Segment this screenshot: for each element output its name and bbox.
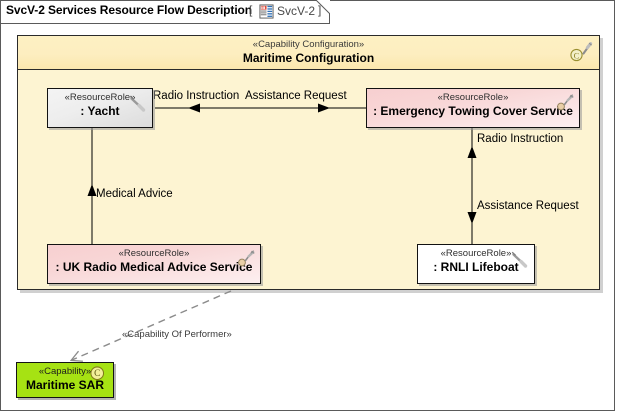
connector-label-radio-instruction-vertical: Radio Instruction [477, 133, 564, 145]
page-title: SvcV-2 Services Resource Flow Descriptio… [6, 3, 253, 17]
connector-label-assistance-request-vertical: Assistance Request [477, 200, 579, 212]
capability-configuration-name: Maritime Configuration [242, 51, 375, 65]
node-uk-radio-medical-advice-service-name: : UK Radio Medical Advice Service [55, 260, 253, 274]
node-yacht[interactable]: «ResourceRole» : Yacht [47, 88, 153, 128]
connector-label-medical-advice: Medical Advice [96, 188, 173, 200]
capability-configuration-stereotype: «Capability Configuration» [252, 39, 365, 50]
connector-label-assistance-request-horizontal: Assistance Request [245, 90, 347, 102]
node-maritime-sar[interactable]: «Capability» Maritime SAR C [16, 362, 114, 398]
node-emergency-towing-cover-service-name: : Emergency Towing Cover Service [373, 104, 573, 118]
node-maritime-sar-stereotype: «Capability» [38, 366, 92, 377]
connector-label-capability-of-performer: «Capability Of Performer» [122, 329, 232, 340]
title-bracket-open: [ [249, 3, 253, 17]
node-rnli-lifeboat[interactable]: «ResourceRole» : RNLI Lifeboat [417, 244, 535, 284]
title-bracket-close: ] [318, 3, 322, 17]
capability-configuration-header: «Capability Configuration» Maritime Conf… [18, 36, 599, 70]
node-uk-radio-medical-advice-service[interactable]: «ResourceRole» : UK Radio Medical Advice… [47, 244, 261, 284]
diagram-title-tab[interactable]: SvcV-2 Services Resource Flow Descriptio… [0, 0, 330, 24]
capability-tool-icon: C [570, 42, 593, 62]
service-tool-icon [557, 94, 574, 111]
service-tool-icon [238, 250, 255, 267]
wrench-icon [129, 95, 146, 112]
node-yacht-stereotype: «ResourceRole» [64, 92, 136, 103]
node-emergency-towing-cover-service[interactable]: «ResourceRole» : Emergency Towing Cover … [366, 88, 580, 128]
node-yacht-name: : Yacht [80, 104, 120, 118]
node-rnli-lifeboat-stereotype: «ResourceRole» [440, 248, 512, 259]
diagram-name-label: SvcV-2 [277, 4, 316, 18]
node-emergency-towing-cover-service-stereotype: «ResourceRole» [437, 92, 509, 103]
wrench-icon [511, 251, 528, 268]
diagram-document-icon [259, 4, 274, 19]
node-uk-radio-medical-advice-service-stereotype: «ResourceRole» [118, 248, 190, 259]
capability-circle-c-icon: C [90, 366, 105, 381]
title-tab-shape [0, 0, 330, 24]
node-rnli-lifeboat-name: : RNLI Lifeboat [433, 260, 519, 274]
connector-label-radio-instruction-horizontal: Radio Instruction [153, 90, 240, 102]
svg-text:C: C [94, 369, 100, 379]
node-maritime-sar-name: Maritime SAR [25, 378, 105, 392]
svg-text:C: C [574, 50, 580, 60]
